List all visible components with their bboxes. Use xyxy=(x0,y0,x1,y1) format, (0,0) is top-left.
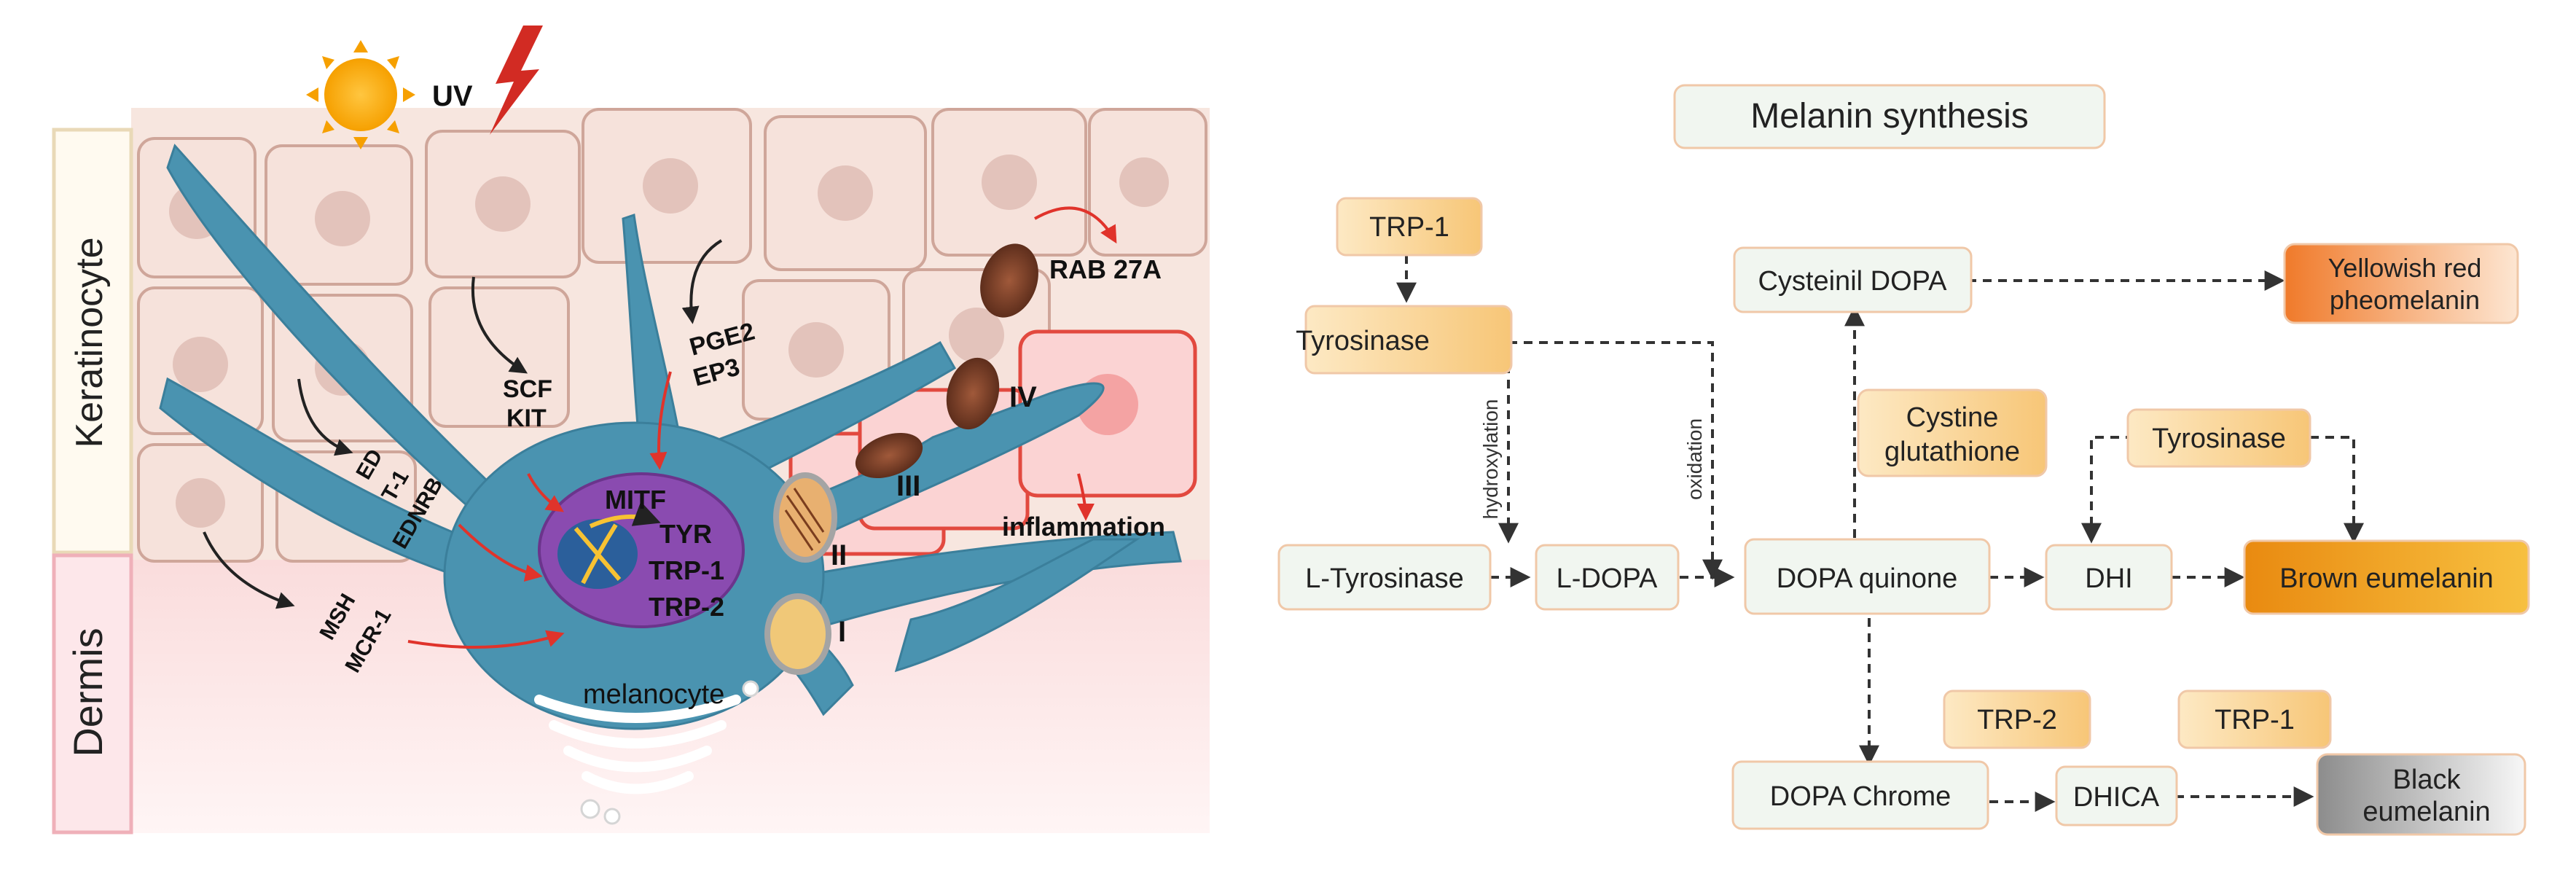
brown-eumelanin-label: Brown eumelanin xyxy=(2279,563,2494,594)
trp1-bottom-label: TRP-1 xyxy=(2215,705,2295,735)
dna-helix-icon xyxy=(573,523,622,585)
stage-ii-melanosome xyxy=(773,472,837,563)
trp2-label: TRP-2 xyxy=(1977,705,2057,735)
stage-ii-label: II xyxy=(831,539,847,571)
brown-eumelanin-node xyxy=(2243,539,2530,615)
dopa-chrome-node xyxy=(1731,760,1989,830)
tyr-label: TYR xyxy=(659,519,712,549)
stage-iv-melanosome xyxy=(946,357,1000,430)
trp1-bottom-node xyxy=(2177,689,2332,749)
stage-ii-stripes xyxy=(784,488,825,551)
stage-i-melanosome xyxy=(764,593,831,675)
golgi-vesicles xyxy=(580,680,759,825)
tyrosinase-2-node xyxy=(2126,408,2311,468)
lightning-icon xyxy=(490,26,543,135)
trp1-top-label: TRP-1 xyxy=(1369,212,1449,243)
dhica-node xyxy=(2055,765,2178,827)
transcription-arrow xyxy=(589,501,661,528)
transferred-melanosome xyxy=(980,243,1038,318)
kit-label: KIT xyxy=(506,405,547,432)
trp2-node xyxy=(1943,689,2091,749)
glutathione-label: glutathione xyxy=(1884,437,2020,467)
nucleus xyxy=(538,472,745,628)
dhica-label: DHICA xyxy=(2073,782,2160,813)
title-box xyxy=(1673,84,2106,149)
trp1-label: TRP-1 xyxy=(649,555,724,585)
flowchart-title: Melanin synthesis xyxy=(1750,97,2029,136)
black-eumelanin-line2: eumelanin xyxy=(2362,797,2490,827)
pheomelanin-line1: Yellowish red xyxy=(2328,253,2482,283)
tyrosinase-2-label: Tyrosinase xyxy=(2152,423,2286,454)
dopa-chrome-label: DOPA Chrome xyxy=(1770,781,1951,812)
signal-arrows xyxy=(203,206,1117,649)
keratinocyte-label: Keratinocyte xyxy=(68,237,111,448)
hydroxylation-label: hydroxylation xyxy=(1479,399,1502,520)
cysteinil-dopa-node xyxy=(1733,246,1973,313)
mitf-label: MITF xyxy=(605,485,666,515)
dhi-label: DHI xyxy=(2085,563,2132,594)
stage-iii-melanosome xyxy=(855,432,923,479)
l-dopa-label: L-DOPA xyxy=(1557,563,1658,594)
l-tyrosinase-node xyxy=(1277,544,1492,611)
trp2-label: TRP-2 xyxy=(649,592,724,622)
cystine-label: Cystine xyxy=(1906,402,1999,433)
tyrosinase-node xyxy=(1304,305,1513,375)
stage-iii-label: III xyxy=(896,470,920,502)
rab27a-label: RAB 27A xyxy=(1049,254,1162,284)
cystine-glutathione-node xyxy=(1857,388,2048,477)
inflammation-label: inflammation xyxy=(1002,512,1165,542)
cysteinil-dopa-label: Cysteinil DOPA xyxy=(1758,266,1947,297)
stage-i-label: I xyxy=(838,616,846,648)
tyrosinase-label: Tyrosinase xyxy=(1296,326,1430,356)
uv-label: UV xyxy=(432,80,473,112)
melanin-synthesis-flowchart: Melanin synthesis hydroxylation oxidatio… xyxy=(1277,84,2530,836)
scf-label: SCF xyxy=(503,375,552,403)
stage-iv-label: IV xyxy=(1009,381,1037,413)
dermis-bar xyxy=(52,553,133,835)
l-dopa-node xyxy=(1535,544,1680,611)
melanocyte-label: melanocyte xyxy=(583,679,724,710)
dopa-quinone-node xyxy=(1744,538,1991,615)
skin-illustration: Keratinocyte Dermis MITF xyxy=(52,26,1210,835)
black-eumelanin-line1: Black xyxy=(2393,765,2462,795)
golgi-apparatus xyxy=(534,695,741,794)
black-eumelanin-node xyxy=(2316,753,2526,836)
sun-icon xyxy=(306,40,415,149)
oxidation-label: oxidation xyxy=(1683,418,1706,500)
dhi-node xyxy=(2045,544,2173,611)
pheomelanin-line2: pheomelanin xyxy=(2330,285,2480,315)
dermis-label: Dermis xyxy=(65,628,111,757)
dopa-quinone-label: DOPA quinone xyxy=(1777,563,1958,594)
l-tyrosinase-label: L-Tyrosinase xyxy=(1305,563,1464,594)
keratinocyte-bar xyxy=(52,128,133,555)
pheomelanin-node xyxy=(2283,243,2519,324)
trp1-top-node xyxy=(1336,197,1483,257)
